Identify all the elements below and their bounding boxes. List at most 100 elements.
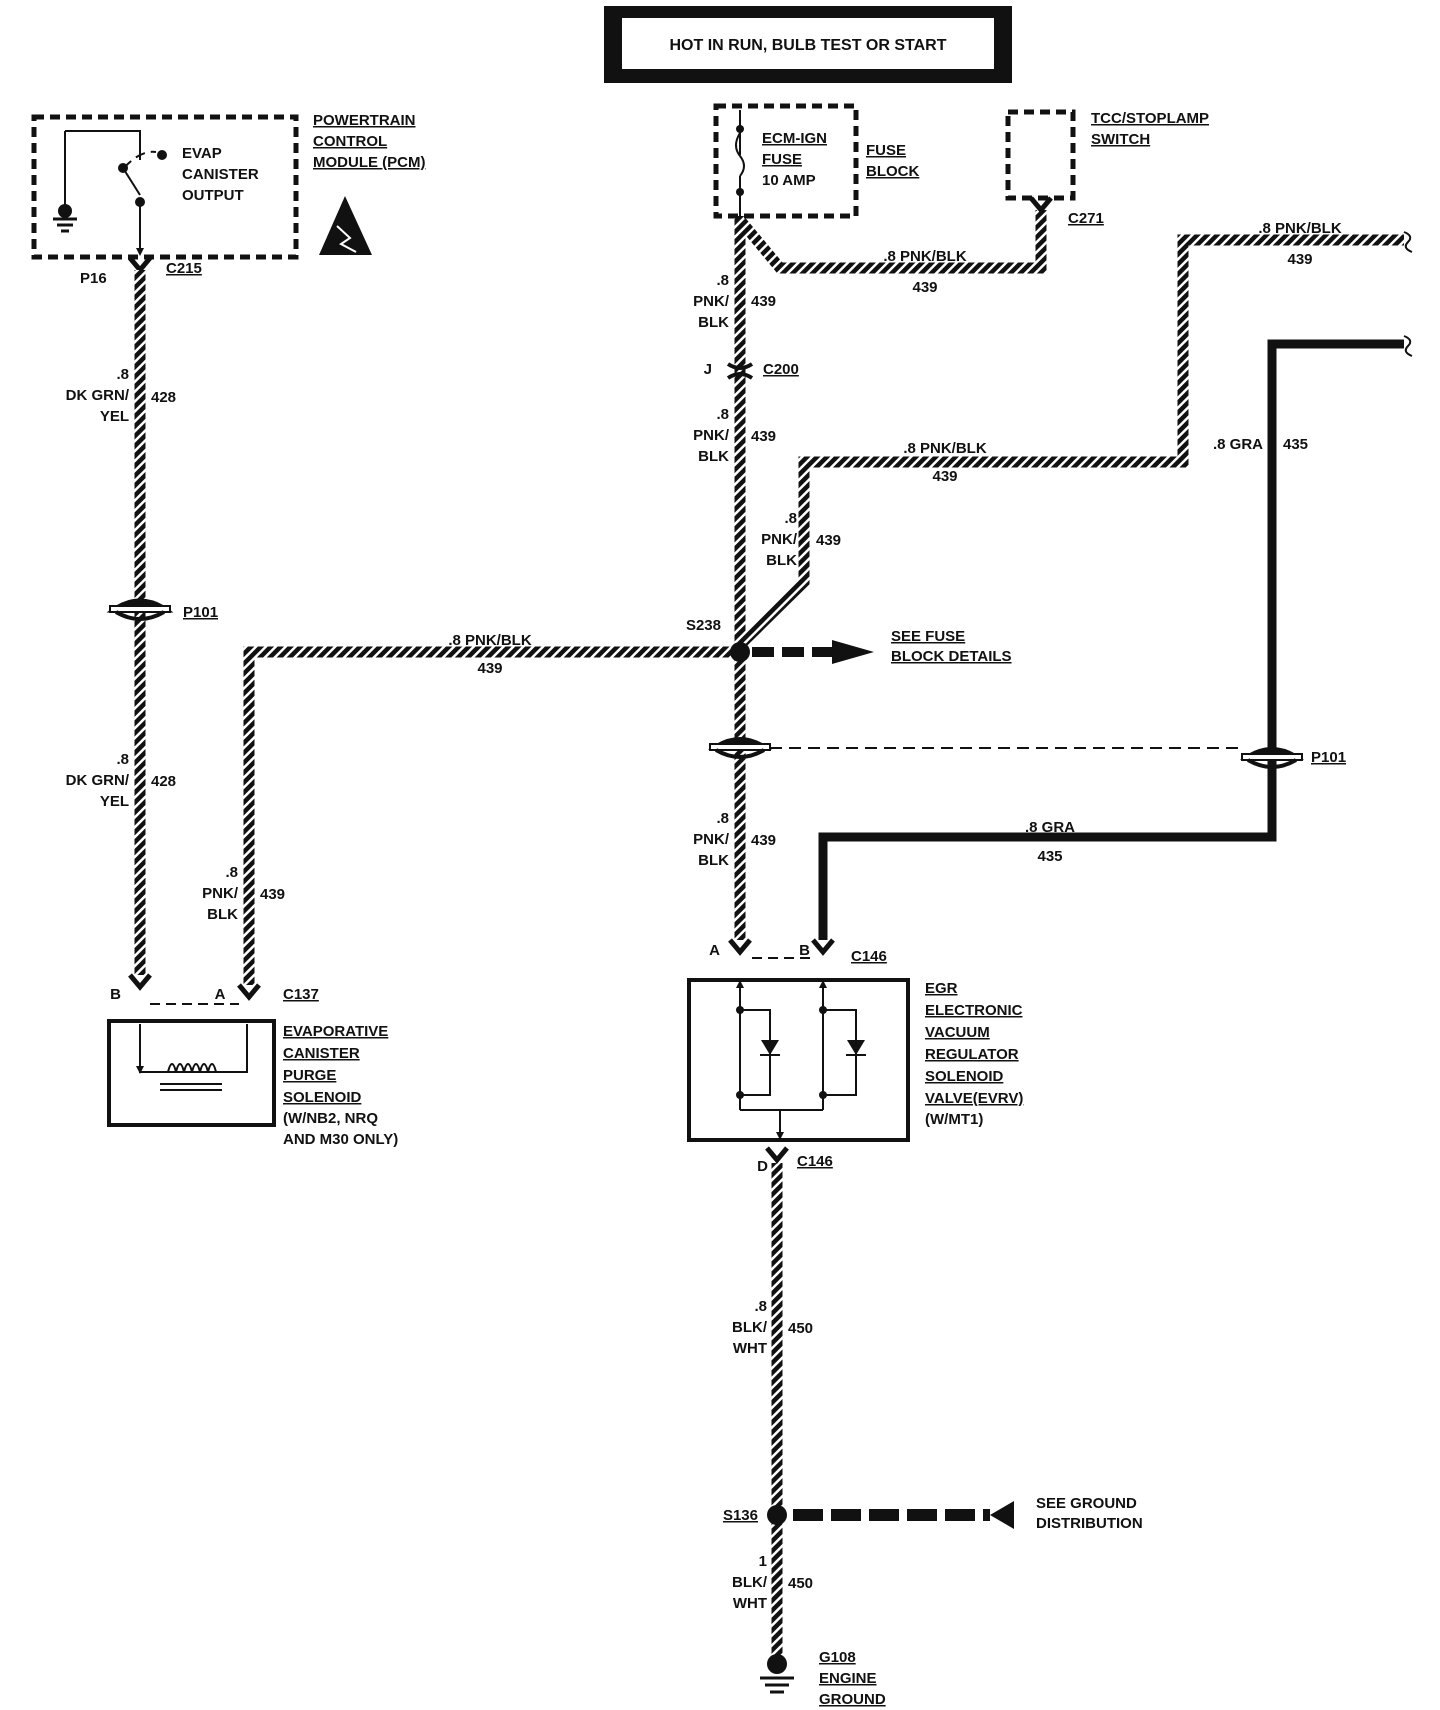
- w450-a-color-2: WHT: [733, 1340, 767, 1357]
- w439-tcc-circuit: 439: [912, 279, 937, 296]
- connector-c215: P16 C215: [80, 256, 202, 287]
- pcm-pin-label: P16: [80, 270, 107, 287]
- w439-lower-size: .8: [716, 810, 729, 827]
- pcm-module: EVAP CANISTER OUTPUT: [31, 114, 299, 260]
- w439-left-label: .8 PNK/BLK: [448, 632, 532, 649]
- w450-a-color-1: BLK/: [732, 1319, 768, 1336]
- purge-line-6: AND M30 ONLY): [283, 1131, 398, 1148]
- tcc-line-1: TCC/STOPLAMP: [1091, 110, 1209, 127]
- diode-icon: [819, 1006, 866, 1099]
- ground-line-2: GROUND: [819, 1691, 886, 1708]
- w439-fuse-a-size: .8: [716, 272, 729, 289]
- w428-top-color-1: DK GRN/: [66, 387, 130, 404]
- w439-fuse-b-color-1: PNK/: [693, 427, 730, 444]
- w439-right-circuit: 439: [1287, 251, 1312, 268]
- c200-pin: J: [704, 361, 712, 378]
- w428-top-color-2: YEL: [100, 408, 129, 425]
- header-title: HOT IN RUN, BULB TEST OR START: [669, 37, 946, 54]
- c200-label: C200: [763, 361, 799, 378]
- w435-top-label: .8 GRA: [1213, 436, 1263, 453]
- tcc-stoplamp-switch: [1005, 109, 1076, 214]
- diode-icon: [736, 1006, 780, 1099]
- connector-p101-left: P101: [106, 598, 218, 621]
- evrv-line-1: EGR: [925, 980, 958, 997]
- w439-fuse-b-size: .8: [716, 406, 729, 423]
- wire-439-purge: [243, 646, 740, 985]
- w428-top-circuit: 428: [151, 389, 176, 406]
- evrv-solenoid: [687, 978, 910, 1142]
- w428-bot-color-2: YEL: [100, 793, 129, 810]
- p101-right-label: P101: [1311, 749, 1346, 766]
- w439-diag-size: .8: [784, 510, 797, 527]
- header-box: HOT IN RUN, BULB TEST OR START: [604, 6, 1012, 83]
- w450-a-size: .8: [754, 1298, 767, 1315]
- fuse-details-arrow: [752, 640, 874, 664]
- s136-label: S136: [723, 1507, 758, 1524]
- purge-line-5: (W/NB2, NRQ: [283, 1110, 378, 1127]
- connector-p101-right: P101: [1240, 747, 1346, 769]
- w439-purge-color-1: PNK/: [202, 885, 239, 902]
- w428-bot-size: .8: [116, 751, 129, 768]
- w439-lower-color-1: PNK/: [693, 831, 730, 848]
- c137-pin-b: B: [110, 986, 121, 1003]
- w450-b-size: 1: [759, 1553, 767, 1570]
- pcm-name-label: POWERTRAIN CONTROL MODULE (PCM): [313, 112, 426, 171]
- solenoid-coil-icon: [139, 1024, 248, 1091]
- c137-label: C137: [283, 986, 319, 1003]
- c215-label: C215: [166, 260, 202, 277]
- w450-b-color-1: BLK/: [732, 1574, 768, 1591]
- fuse-line-1: ECM-IGN: [762, 130, 827, 147]
- splice-s136: S136: [723, 1505, 787, 1525]
- purge-line-2: CANISTER: [283, 1045, 360, 1062]
- w435-top-circuit: 435: [1283, 436, 1308, 453]
- g108-label: G108: [819, 1649, 856, 1666]
- w450-b-circuit: 450: [788, 1575, 813, 1592]
- fuse-block-line-1: FUSE: [866, 142, 906, 159]
- purge-solenoid: [107, 1019, 276, 1127]
- pcm-output-line-1: EVAP: [182, 145, 222, 162]
- wire-435: [818, 339, 1404, 940]
- engine-ground-icon: [760, 1654, 794, 1694]
- w439-purge-color-2: BLK: [207, 906, 238, 923]
- purge-line-4: SOLENOID: [283, 1089, 362, 1106]
- w439-fuse-a-circuit: 439: [751, 293, 776, 310]
- c271-label: C271: [1068, 210, 1104, 227]
- connector-c146-bottom: D C146: [757, 1146, 833, 1175]
- connector-c137: B A C137: [110, 973, 319, 1005]
- fuse-block: ECM-IGN FUSE 10 AMP: [713, 103, 859, 219]
- w439-purge-circuit: 439: [260, 886, 285, 903]
- w435-low-label: .8 GRA: [1025, 819, 1075, 836]
- w439-fuse-a-color-2: BLK: [698, 314, 729, 331]
- w439-lower-color-2: BLK: [698, 852, 729, 869]
- wire-break-icon: [1403, 231, 1413, 357]
- fuse-details-line-1: SEE FUSE: [891, 628, 965, 645]
- w439-purge-size: .8: [225, 864, 238, 881]
- w428-bot-color-1: DK GRN/: [66, 772, 130, 789]
- wire-439-tcc: [735, 210, 1047, 274]
- pcm-ground-icon: [53, 204, 77, 233]
- s238-label: S238: [686, 617, 721, 634]
- w435-low-circuit: 435: [1037, 848, 1062, 865]
- w439-mid-label: .8 PNK/BLK: [903, 440, 987, 457]
- ground-dist-arrow: [793, 1501, 1014, 1529]
- c137-pin-a: A: [215, 986, 226, 1003]
- w450-b-color-2: WHT: [733, 1595, 767, 1612]
- w439-lower-circuit: 439: [751, 832, 776, 849]
- evrv-line-6: VALVE(EVRV): [925, 1090, 1023, 1107]
- c146-bot-pin: D: [757, 1158, 768, 1175]
- fuse-icon: [735, 125, 745, 216]
- c146-pin-b: B: [799, 942, 810, 959]
- w439-left-circuit: 439: [477, 660, 502, 677]
- ground-dist-line-2: DISTRIBUTION: [1036, 1515, 1143, 1532]
- esd-warning-icon: [319, 196, 372, 255]
- p101-left-label: P101: [183, 604, 218, 621]
- evrv-line-4: REGULATOR: [925, 1046, 1019, 1063]
- pcm-output-line-2: CANISTER: [182, 166, 259, 183]
- pcm-name-line-1: POWERTRAIN: [313, 112, 416, 129]
- fuse-line-2: FUSE: [762, 151, 802, 168]
- c146-bot-label: C146: [797, 1153, 833, 1170]
- fuse-line-3: 10 AMP: [762, 172, 816, 189]
- w439-diag-circuit: 439: [816, 532, 841, 549]
- w439-diag-color-2: BLK: [766, 552, 797, 569]
